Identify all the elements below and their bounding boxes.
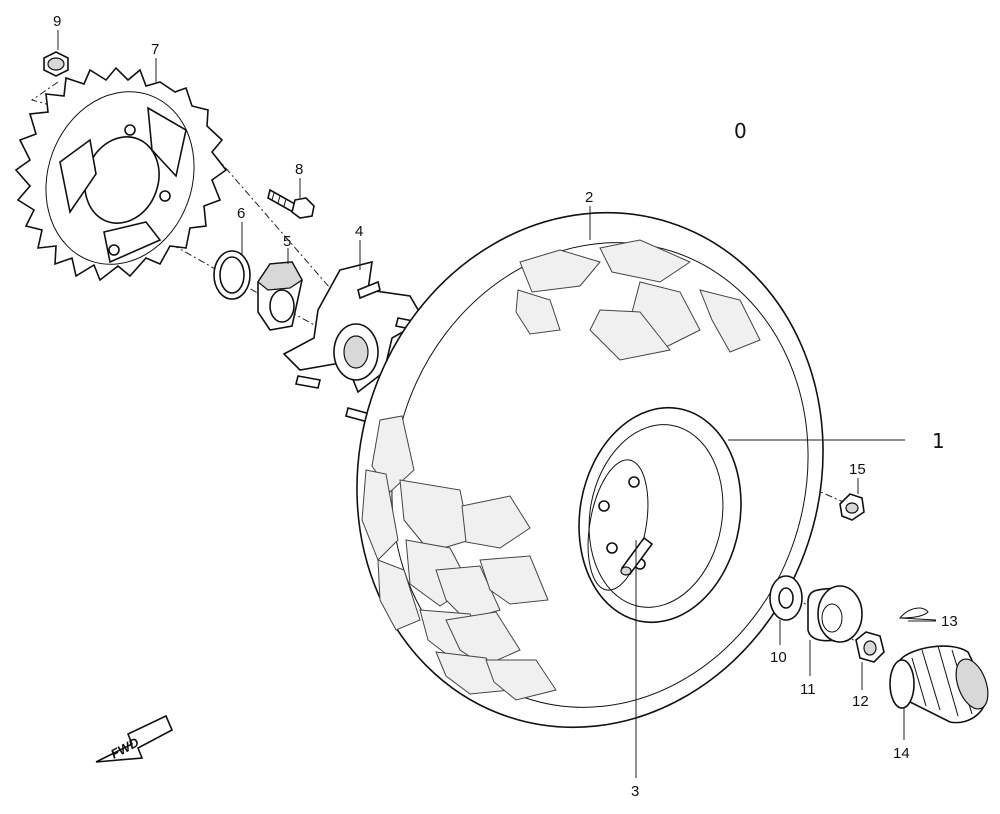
- nut-part-9: [43, 51, 69, 77]
- callout-11: 11: [800, 681, 816, 698]
- ring-part-6: [213, 250, 251, 300]
- bolt-part-8: [267, 188, 315, 219]
- callout-12: 12: [852, 693, 869, 710]
- callout-2: 2: [585, 189, 593, 206]
- view-number: 0: [734, 119, 747, 143]
- sprocket-part: [14, 66, 228, 282]
- callout-14: 14: [893, 745, 910, 762]
- spacer-part-11: [807, 585, 863, 643]
- valve-stem-part-3: [620, 536, 654, 576]
- leader-lines: [57, 30, 936, 778]
- callout-8: 8: [295, 161, 303, 178]
- callout-4: 4: [355, 223, 363, 240]
- fwd-arrow: FWD: [95, 714, 174, 763]
- hex-nut-part-5: [257, 261, 303, 331]
- washer-part-10: [769, 575, 803, 621]
- callout-7: 7: [151, 41, 159, 58]
- callout-labels: 9 7 8 6 5 4 2 0 1 15 13 10 11 12 14 3: [53, 13, 958, 800]
- rim-part-1: [578, 406, 742, 624]
- callout-9: 9: [53, 13, 61, 30]
- callout-15: 15: [849, 461, 866, 478]
- lug-nut-part-15: [839, 493, 865, 521]
- hub-cap-part-14: [889, 645, 989, 724]
- castle-nut-part-12: [855, 631, 885, 663]
- cotter-pin-part-13: [898, 607, 937, 621]
- callout-10: 10: [770, 649, 787, 666]
- callout-6: 6: [237, 205, 245, 222]
- callout-3: 3: [631, 783, 639, 800]
- callout-1: 1: [932, 429, 945, 453]
- callout-13: 13: [941, 613, 958, 630]
- hub-part-4: [282, 260, 426, 423]
- callout-5: 5: [283, 233, 291, 250]
